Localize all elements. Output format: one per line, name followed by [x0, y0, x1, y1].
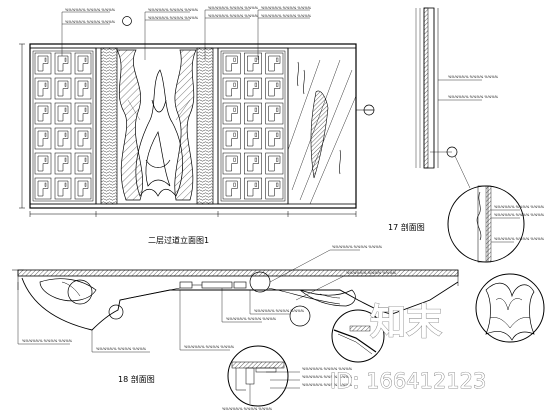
glass-panel-right: [287, 47, 357, 205]
note-text: %%%%%% %%%% %%%%: [148, 8, 199, 12]
note-text: %%%%%% %%%% %%%%: [184, 345, 235, 349]
section-18-detail-a: [227, 345, 300, 407]
note-text: %%%%%% %%%% %%%%: [222, 407, 273, 411]
note-text: %%%%%% %%%% %%%%: [208, 6, 259, 10]
section-17-title: 17 剖面图: [388, 222, 425, 232]
note-text: %%%%%% %%%% %%%%: [22, 339, 73, 343]
note-text: %%%%%% %%%% %%%%: [208, 14, 259, 18]
section-17-notes: %%%%%% %%%% %%%% %%%%%% %%%% %%%% %%%%%%…: [448, 75, 545, 241]
elevation-leaders: [61, 9, 310, 60]
elevation-notes: %%%%%% %%%% %%%% %%%%%% %%%% %%%% %%%%%%…: [65, 6, 312, 24]
lattice-screen-left: [29, 47, 97, 205]
section-marker-top: [122, 16, 132, 26]
section-17-drawing: [415, 7, 525, 263]
section-18-notes: %%%%%% %%%% %%%% %%%%%% %%%% %%%% %%%%%%…: [22, 245, 397, 411]
note-text: %%%%%% %%%% %%%%: [302, 375, 353, 379]
note-text: %%%%%% %%%% %%%%: [302, 367, 353, 371]
watermark-brand: 知末: [370, 302, 442, 343]
elevation-title: 二层过道立面图1: [148, 235, 209, 245]
note-text: %%%%%% %%%% %%%%: [494, 213, 545, 217]
note-text: %%%%%% %%%% %%%%: [302, 383, 353, 387]
lattice-screen-right: [217, 47, 289, 205]
section-18-drawing: [12, 249, 545, 407]
note-text: %%%%%% %%%% %%%%: [65, 20, 116, 24]
note-text: %%%%%% %%%% %%%%: [148, 16, 199, 20]
note-text: %%%%%% %%%% %%%%: [254, 309, 305, 313]
section-18-detail-b: [331, 309, 385, 363]
note-text: %%%%%% %%%% %%%%: [346, 271, 397, 275]
elevation-drawing: [19, 9, 375, 217]
note-text: %%%%%% %%%% %%%%: [448, 95, 499, 99]
watermark-id: ID: 166412123: [330, 369, 486, 393]
section-18-detail-c: [475, 273, 545, 343]
note-text: %%%%%% %%%% %%%%: [65, 8, 116, 12]
section-17-detail: [447, 185, 525, 263]
note-text: %%%%%% %%%% %%%%: [261, 6, 312, 10]
note-text: %%%%%% %%%% %%%%: [261, 14, 312, 18]
note-text: %%%%%% %%%% %%%%: [494, 237, 545, 241]
section-18-title: 18 剖面图: [118, 374, 155, 384]
note-text: %%%%%% %%%% %%%%: [96, 347, 147, 351]
carved-panel-center: [95, 47, 219, 205]
note-text: %%%%%% %%%% %%%%: [226, 317, 277, 321]
note-text: %%%%%% %%%% %%%%: [332, 245, 383, 249]
note-text: %%%%%% %%%% %%%%: [448, 75, 499, 79]
note-text: %%%%%% %%%% %%%%: [494, 205, 545, 209]
